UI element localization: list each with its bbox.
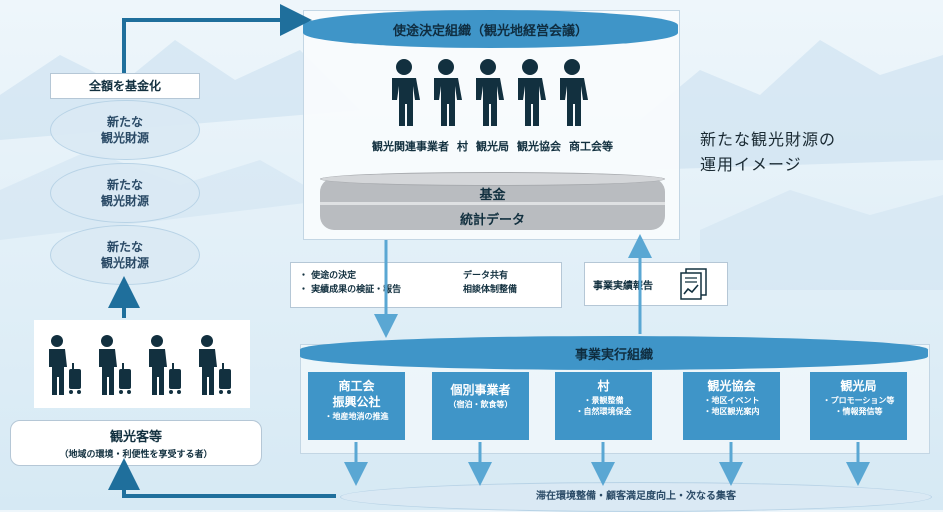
source-line: 観光財源 bbox=[100, 194, 149, 208]
unit-title: 個別事業者 bbox=[450, 383, 511, 397]
exec-unit-bureau: 観光局 ・プロモーション等 ・情報発信等 bbox=[810, 372, 907, 440]
exec-org-title: 事業実行組織 bbox=[574, 348, 653, 363]
arrow-outcome-to-tourists bbox=[108, 458, 336, 498]
member-label: 観光局 bbox=[476, 140, 509, 153]
exec-unit-commerce: 商工会 振興公社 ・地産地消の推進 bbox=[308, 372, 405, 440]
exec-unit-association: 観光協会 ・地区イベント ・地区観光案内 bbox=[683, 372, 780, 440]
source-line: 新たな bbox=[106, 239, 143, 254]
caption-line: 新たな観光財源の bbox=[700, 130, 837, 149]
directive-item: データ共有 bbox=[463, 271, 509, 281]
exec-unit-businesses: 個別事業者 （宿泊・飲食等） bbox=[432, 372, 529, 440]
unit-title: 村 bbox=[597, 379, 610, 393]
tourist-label: 観光客等 bbox=[109, 430, 162, 445]
report-box: 事業実績報告 bbox=[584, 262, 728, 306]
unit-sub: （宿泊・飲食等） bbox=[448, 400, 513, 410]
member-label: 観光関連事業者 bbox=[372, 140, 449, 153]
member-label: 商工会等 bbox=[569, 140, 613, 153]
unit-title: 観光協会 bbox=[707, 379, 756, 393]
stakeholder-icons bbox=[382, 58, 602, 130]
traveler-group-icon bbox=[49, 335, 231, 395]
unit-sub: ・景観整備 ・自然環境保全 bbox=[575, 396, 632, 416]
directive-box: ・ 使途の決定 ・ 実績成果の検証・報告 データ共有 相談体制整備 bbox=[290, 262, 562, 308]
unit-title: 商工会 振興公社 bbox=[332, 379, 381, 410]
stakeholder-labels: 観光関連事業者 村 観光局 観光協会 商工会等 bbox=[320, 138, 665, 154]
new-source-ellipse: 新たな観光財源 bbox=[50, 163, 200, 223]
source-line: 新たな bbox=[106, 114, 143, 129]
arrow-fund-to-decision bbox=[122, 4, 312, 73]
source-line: 観光財源 bbox=[100, 256, 149, 270]
directive-item: 相談体制整備 bbox=[463, 285, 518, 296]
member-label: 観光協会 bbox=[517, 140, 561, 153]
fund-label: 基金 bbox=[479, 188, 506, 203]
decision-org-header bbox=[303, 10, 678, 48]
report-label: 事業実績報告 bbox=[593, 281, 653, 292]
fund-cylinder: 基金 統計データ bbox=[320, 172, 665, 232]
arrow-units-to-outcome bbox=[344, 442, 870, 486]
person-group-icon bbox=[392, 59, 588, 126]
tourist-sublabel: （地域の環境・利便性を享受する者） bbox=[59, 450, 213, 460]
unit-sub: ・プロモーション等 ・情報発信等 bbox=[822, 396, 895, 416]
tourist-icons-box bbox=[34, 320, 250, 408]
unit-sub: ・地産地消の推進 bbox=[324, 412, 389, 422]
member-label: 村 bbox=[457, 140, 468, 153]
new-source-ellipse: 新たな観光財源 bbox=[50, 100, 200, 160]
directive-item: ・ 使途の決定 bbox=[299, 271, 357, 281]
report-document-icon bbox=[680, 268, 707, 300]
exec-org-header bbox=[300, 336, 928, 370]
diagram-caption: 新たな観光財源の 運用イメージ bbox=[700, 128, 836, 178]
decision-org-title: 使途決定組織（観光地経営会議） bbox=[392, 24, 588, 39]
source-line: 新たな bbox=[106, 177, 143, 192]
new-source-ellipse: 新たな観光財源 bbox=[50, 225, 200, 285]
unit-title: 観光局 bbox=[840, 379, 877, 393]
unit-sub: ・地区イベント ・地区観光案内 bbox=[703, 396, 760, 416]
source-line: 観光財源 bbox=[100, 131, 149, 145]
exec-unit-village: 村 ・景観整備 ・自然環境保全 bbox=[555, 372, 652, 440]
directive-item: ・ 実績成果の検証・報告 bbox=[299, 285, 402, 296]
caption-line: 運用イメージ bbox=[700, 154, 802, 174]
stats-label: 統計データ bbox=[459, 213, 525, 228]
outcome-label: 滞在環境整備・顧客満足度向上・次なる集客 bbox=[536, 491, 736, 503]
fund-all-box: 全額を基金化 bbox=[50, 73, 200, 99]
